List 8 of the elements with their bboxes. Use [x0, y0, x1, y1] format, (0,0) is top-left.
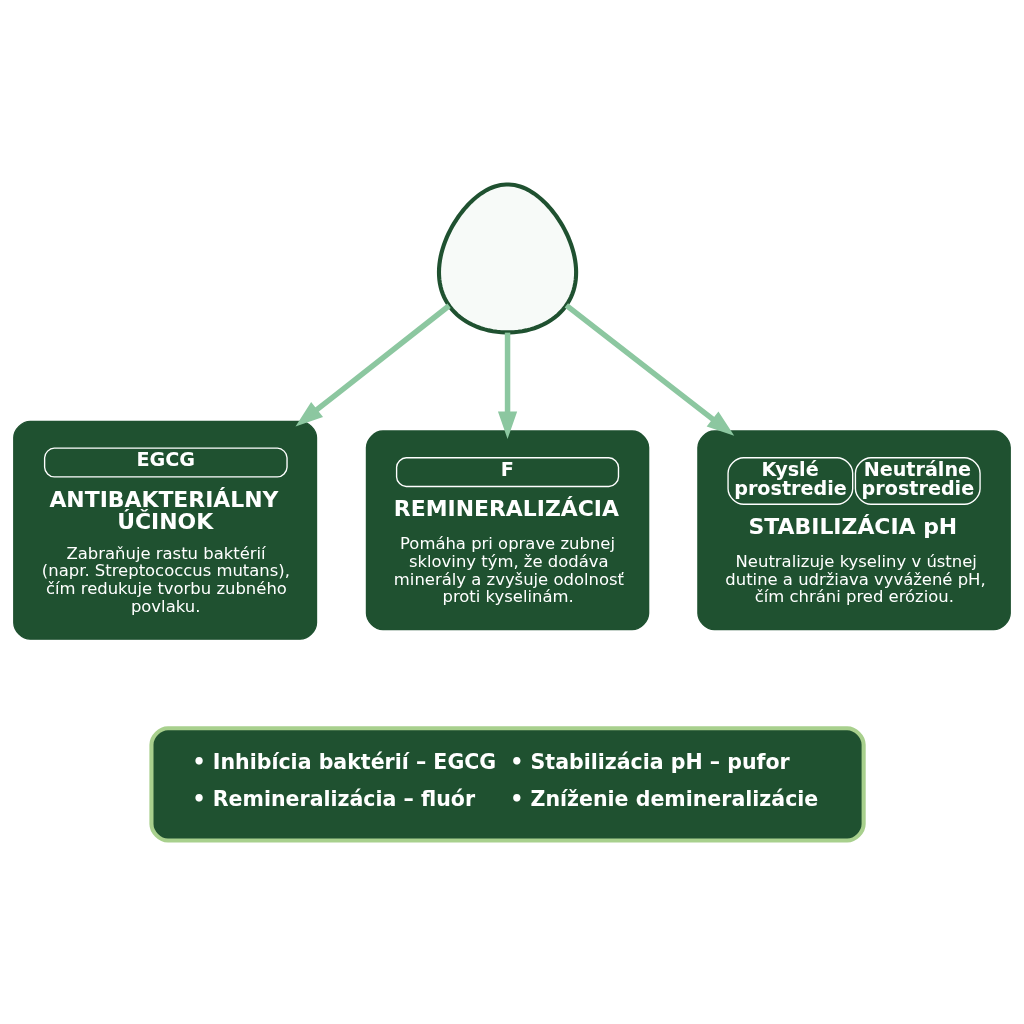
node-picture: [436, 181, 579, 334]
arrow: [564, 302, 735, 436]
node-box: F REMINERALIZÁCIA Pomáha pri oprave zubnej skloviny tým, že dodáva minerály a zvyšuje odolnosť proti kyselinám.: [365, 429, 650, 630]
node-box: Kyslé prostredie Neutrálne prostredie STABILIZÁCIA pH Neutralizuje kyseliny v ústnej dutine a udržiava vyvážené pH, čím chráni pred eróziou.: [697, 429, 1011, 630]
arrow: [295, 303, 451, 426]
node-box: • Inhibícia baktérií – EGCG • Stabilizácia pH – pufor • Remineralizácia – fluór • Zníženie demineralizácie: [149, 725, 866, 843]
node-box: EGCG ANTIBAKTERIÁLNY ÚČINOK Zabraňuje rastu baktérií (napr. Streptococcus mutans), čím redukuje tvorbu zubného povlaku.: [13, 420, 318, 640]
arrow: [497, 332, 518, 439]
